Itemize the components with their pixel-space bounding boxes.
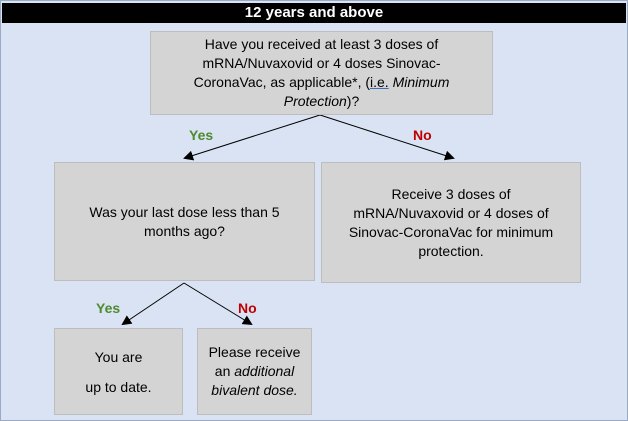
question-min-protection-box: Have you received at least 3 doses of mR… xyxy=(150,31,493,115)
outcome-bivalent-text: Please receive an additional bivalent do… xyxy=(208,344,301,398)
connector-q2-yes xyxy=(121,282,185,326)
question-min-protection-text: Have you received at least 3 doses of mR… xyxy=(193,36,450,109)
outcome-receive-doses-text: Receive 3 doses of mRNA/Nuvaxovid or 4 d… xyxy=(348,185,554,259)
outcome-up-to-date-box: You are up to date. xyxy=(54,328,183,415)
outcome-receive-doses-box: Receive 3 doses of mRNA/Nuvaxovid or 4 d… xyxy=(321,162,581,283)
branch1-no-label: No xyxy=(413,127,432,143)
header-title: 12 years and above xyxy=(244,4,384,21)
question-last-dose-box: Was your last dose less than 5 months ag… xyxy=(54,162,315,281)
branch2-yes-label: Yes xyxy=(96,300,121,316)
outcome-up-to-date-line2: up to date. xyxy=(85,378,152,395)
branch1-yes-label: Yes xyxy=(189,127,214,143)
connector-q1-no xyxy=(319,114,455,161)
header-bar: 12 years and above xyxy=(2,3,626,23)
branch2-no-label: No xyxy=(238,300,257,316)
connector-q1-yes xyxy=(183,114,321,161)
outcome-bivalent-box: Please receive an additional bivalent do… xyxy=(197,328,312,415)
outcome-up-to-date-line1: You are xyxy=(94,348,143,365)
question-last-dose-text: Was your last dose less than 5 months ag… xyxy=(89,203,280,239)
connector-q2-no xyxy=(183,282,253,326)
